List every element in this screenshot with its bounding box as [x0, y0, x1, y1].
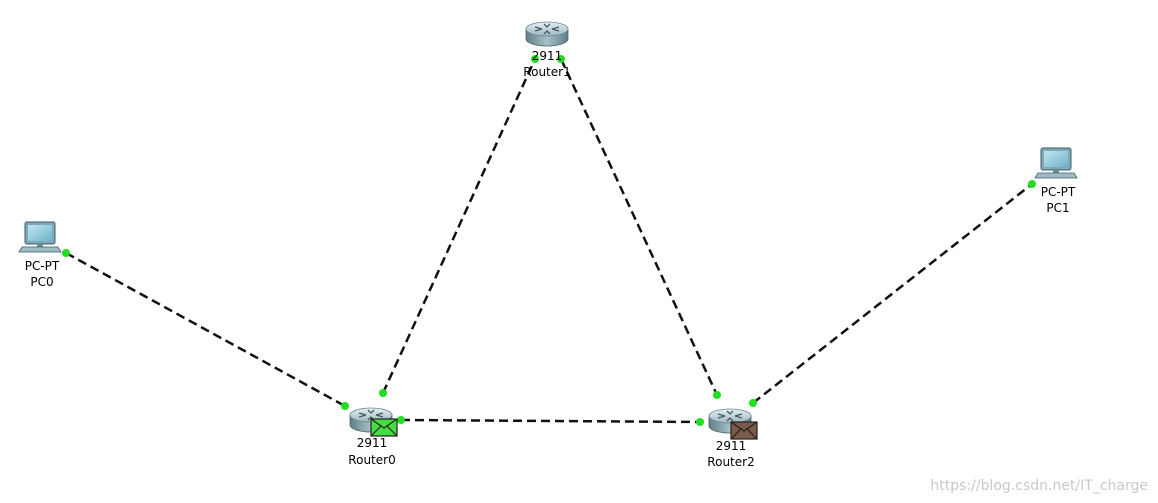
router0-node[interactable]: 2911 Router0 — [348, 407, 398, 467]
port-dot — [531, 55, 539, 63]
link-router0-router2[interactable] — [400, 418, 701, 424]
router2-name-label: Router2 — [707, 455, 754, 469]
link-router1-router2[interactable] — [559, 58, 719, 396]
port-dot — [62, 249, 70, 257]
link-router2-pc1[interactable] — [752, 183, 1033, 404]
pc1-name-label: PC1 — [1046, 201, 1069, 215]
port-dot — [713, 391, 721, 399]
port-indicators — [62, 55, 1036, 426]
link-pc0-router0[interactable] — [65, 251, 346, 408]
port-dot — [557, 55, 565, 63]
pc1-node[interactable]: PC-PT PC1 — [1034, 147, 1078, 215]
router1-model-label: 2911 — [532, 49, 563, 63]
pc-icon — [18, 221, 62, 253]
pc0-model-label: PC-PT — [25, 259, 60, 273]
port-dot — [749, 399, 757, 407]
pc0-node[interactable]: PC-PT PC0 — [18, 221, 62, 289]
pdu-envelope-icon[interactable] — [370, 418, 398, 437]
pc-icon — [1034, 147, 1078, 179]
port-dot — [341, 402, 349, 410]
port-dot — [397, 416, 405, 424]
router2-model-label: 2911 — [716, 439, 747, 453]
link-router0-router1[interactable] — [381, 58, 537, 394]
port-dot — [696, 418, 704, 426]
pc0-name-label: PC0 — [30, 275, 53, 289]
router1-name-label: Router1 — [523, 65, 570, 79]
router2-node[interactable]: 2911 Router2 — [707, 408, 758, 469]
router-icon — [525, 21, 569, 47]
router0-model-label: 2911 — [357, 436, 388, 450]
pc1-model-label: PC-PT — [1041, 185, 1076, 199]
port-dot — [1028, 180, 1036, 188]
router1-node[interactable]: 2911 Router1 — [523, 21, 571, 79]
router0-name-label: Router0 — [348, 453, 395, 467]
watermark-text: https://blog.csdn.net/IT_charge — [930, 478, 1148, 494]
pdu-envelope-icon[interactable] — [730, 421, 758, 440]
port-dot — [379, 389, 387, 397]
